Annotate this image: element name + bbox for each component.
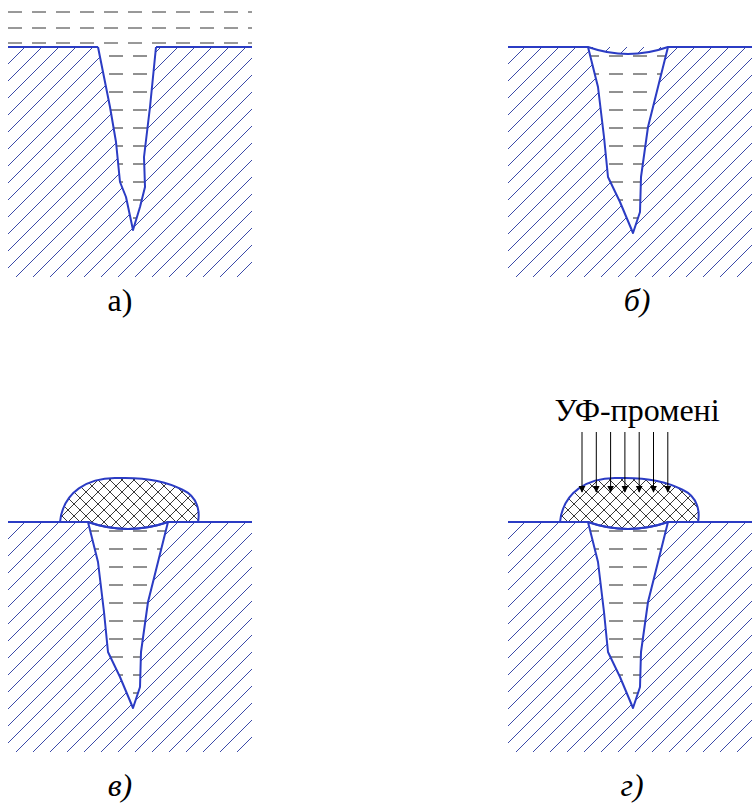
penetrant-layer <box>8 28 252 29</box>
uv-ray <box>667 432 668 492</box>
uv-label: УФ-промені <box>554 394 719 426</box>
specimen <box>508 478 752 752</box>
specimen <box>8 7 252 277</box>
panel-label: г) <box>620 769 643 801</box>
crack-penetrant <box>98 47 156 230</box>
metal-hatching <box>8 522 252 752</box>
crack-outline <box>98 47 156 230</box>
penetrant-layer <box>8 12 252 13</box>
crack-penetrant <box>588 47 668 233</box>
metal-hatching <box>508 522 752 752</box>
surface-line <box>508 47 752 54</box>
metal-hatching <box>8 47 252 277</box>
crack-penetrant <box>88 522 168 708</box>
penetrant-layer <box>8 43 252 44</box>
crack-penetrant <box>588 522 668 708</box>
metal-hatching <box>508 47 752 277</box>
uv-ray <box>610 432 611 492</box>
uv-ray <box>596 432 597 492</box>
specimen <box>8 478 252 752</box>
uv-ray <box>624 432 625 492</box>
uv-ray <box>653 432 654 492</box>
uv-ray <box>582 432 583 492</box>
crack-outline <box>88 522 168 708</box>
crack-outline <box>588 522 668 708</box>
crack-outline <box>588 47 668 233</box>
panel-label: б) <box>624 284 651 316</box>
specimen <box>508 47 752 277</box>
panel-label: в) <box>108 769 133 801</box>
panel-label: а) <box>108 284 133 316</box>
uv-ray <box>639 432 640 492</box>
surface-line <box>8 46 252 48</box>
surface-line <box>508 522 752 529</box>
surface-line <box>8 522 252 529</box>
